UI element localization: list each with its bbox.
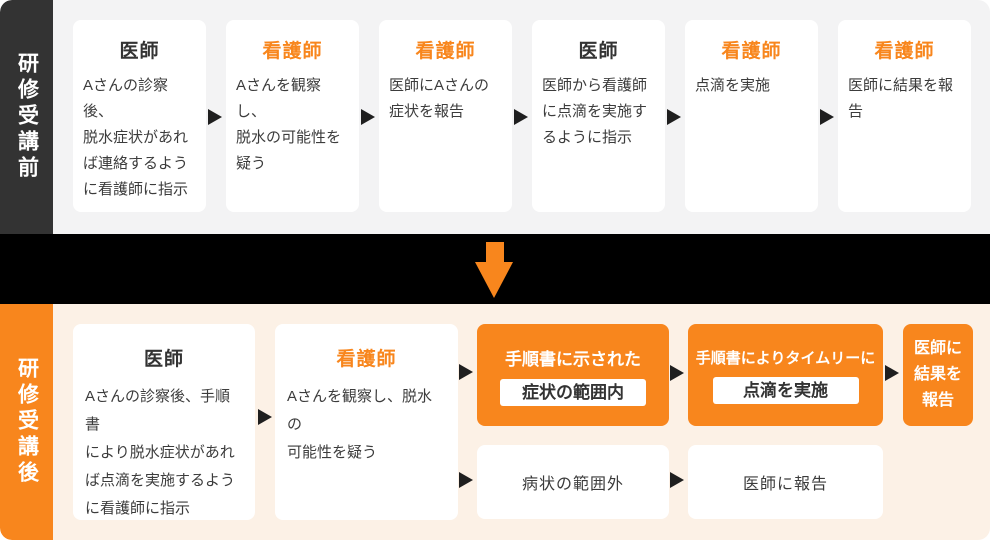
card-body: 点滴を実施 xyxy=(695,77,771,94)
after-card-doctor: 医師 Aさんの診察後、手順書 により脱水症状があれ ば点滴を実施するよう に看護… xyxy=(73,324,255,520)
role-title: 医師 xyxy=(119,41,160,62)
after-card-timely: 手順書によりタイムリーに 点滴を実施 xyxy=(688,324,883,426)
role-title: 看護師 xyxy=(262,41,323,62)
after-card-in-scope: 手順書に示された 症状の範囲内 xyxy=(477,324,669,426)
before-card-nurse-3: 看護師 点滴を実施 xyxy=(685,20,818,212)
arrow-down-icon xyxy=(475,262,513,298)
after-card-out-of-scope: 病状の範囲外 xyxy=(477,445,669,519)
card-body: Aさんを観察し、 脱水の可能性を 疑う xyxy=(236,77,342,172)
after-card-nurse: 看護師 Aさんを観察し、脱水の 可能性を疑う xyxy=(275,324,458,520)
transition-band xyxy=(0,234,990,304)
before-card-doctor-1: 医師 Aさんの診察後、 脱水症状があれ ば連絡するよう に看護師に指示 xyxy=(73,20,206,212)
arrow-down-icon xyxy=(486,242,504,264)
role-title: 医師 xyxy=(578,41,619,62)
role-title: 看護師 xyxy=(721,41,782,62)
arrow-right-icon xyxy=(667,109,681,125)
card-body: 医師に結果を報 告 xyxy=(848,77,954,120)
before-card-nurse-1: 看護師 Aさんを観察し、 脱水の可能性を 疑う xyxy=(226,20,359,212)
arrow-right-icon xyxy=(361,109,375,125)
role-title: 看護師 xyxy=(336,349,397,370)
role-title: 看護師 xyxy=(874,41,935,62)
role-title: 医師 xyxy=(143,349,184,370)
card-body: Aさんを観察し、脱水の 可能性を疑う xyxy=(287,388,433,461)
after-card-report: 医師に報告 xyxy=(688,445,883,519)
arrow-right-icon xyxy=(670,365,684,381)
role-title: 看護師 xyxy=(415,41,476,62)
before-training-label: 研修受講前 xyxy=(0,0,53,234)
after-training-label: 研修受講後 xyxy=(0,304,53,540)
before-card-nurse-4: 看護師 医師に結果を報 告 xyxy=(838,20,971,212)
arrow-right-icon xyxy=(885,365,899,381)
arrow-right-icon xyxy=(258,409,272,425)
after-card-report-result: 医師に 結果を 報告 xyxy=(903,324,973,426)
card-body: Aさんの診察後、手順書 により脱水症状があれ ば点滴を実施するよう に看護師に指… xyxy=(85,388,236,517)
arrow-right-icon xyxy=(670,472,684,488)
before-card-doctor-2: 医師 医師から看護師 に点滴を実施す るように指示 xyxy=(532,20,665,212)
card-body: 医師にAさんの 症状を報告 xyxy=(389,77,490,120)
card-body: Aさんの診察後、 脱水症状があれ ば連絡するよう に看護師に指示 xyxy=(83,77,189,198)
before-training-section: 研修受講前 医師 Aさんの診察後、 脱水症状があれ ば連絡するよう に看護師に指… xyxy=(0,0,990,234)
arrow-right-icon xyxy=(514,109,528,125)
card-body: 医師から看護師 に点滴を実施す るように指示 xyxy=(542,77,648,146)
arrow-right-icon xyxy=(208,109,222,125)
after-training-section: 研修受講後 医師 Aさんの診察後、手順書 により脱水症状があれ ば点滴を実施する… xyxy=(0,304,990,540)
arrow-right-icon xyxy=(820,109,834,125)
in-scope-title: 手順書に示された xyxy=(505,349,641,369)
before-card-nurse-2: 看護師 医師にAさんの 症状を報告 xyxy=(379,20,512,212)
timely-box: 点滴を実施 xyxy=(712,376,859,404)
timely-title: 手順書によりタイムリーに xyxy=(695,349,876,367)
arrow-right-icon xyxy=(459,472,473,488)
in-scope-box: 症状の範囲内 xyxy=(500,378,646,406)
arrow-right-icon xyxy=(459,364,473,380)
